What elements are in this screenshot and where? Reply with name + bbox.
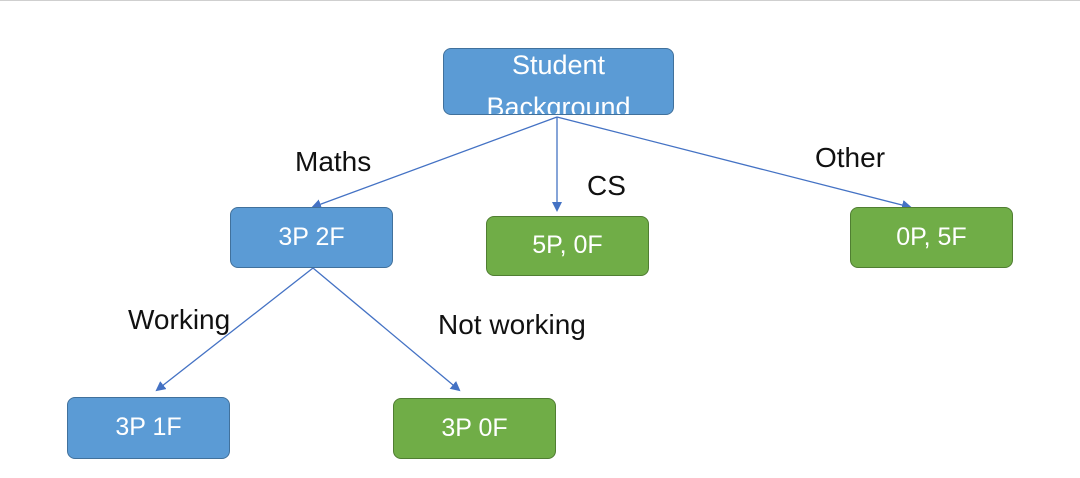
node-not-working: 3P 0F [393, 398, 556, 459]
edge-maths-not-working [312, 267, 461, 392]
node-working: 3P 1F [67, 397, 230, 459]
edge-label-maths: Maths [295, 146, 372, 177]
node-student-background: Student Background [443, 48, 674, 115]
node-cs-label: 5P, 0F [532, 231, 603, 260]
node-working-label: 3P 1F [115, 413, 182, 442]
node-student-background-label: Student Background [486, 50, 631, 115]
edge-root-maths [311, 116, 558, 209]
node-not-working-label: 3P 0F [441, 413, 508, 442]
edge-label-other: Other [815, 142, 886, 173]
node-other: 0P, 5F [850, 207, 1013, 268]
edge-label-cs: CS [587, 170, 626, 201]
edge-label-working: Working [128, 304, 231, 335]
node-maths: 3P 2F [230, 207, 393, 268]
edge-root-other [556, 116, 912, 210]
edge-maths-working [155, 267, 314, 392]
node-cs: 5P, 0F [486, 216, 649, 276]
top-divider [0, 0, 1080, 1]
node-maths-label: 3P 2F [278, 222, 345, 251]
node-other-label: 0P, 5F [896, 222, 967, 251]
edge-label-not-working: Not working [438, 309, 586, 340]
